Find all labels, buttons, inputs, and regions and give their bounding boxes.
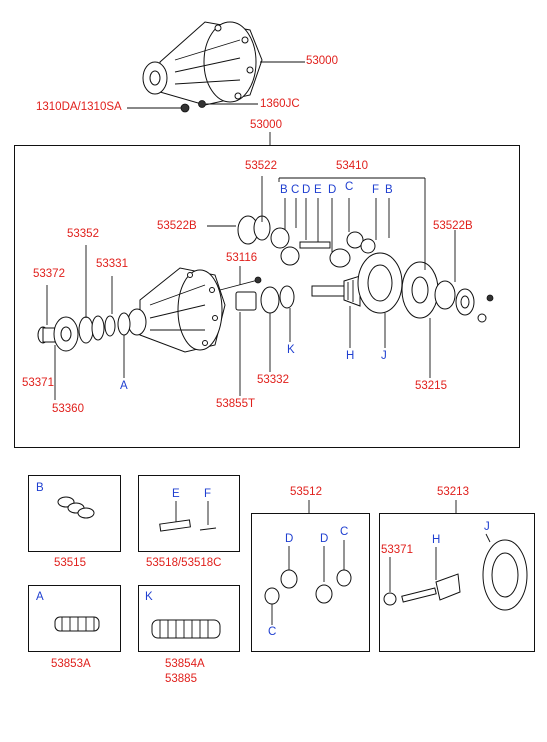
letter-code-c-upper-2: C [345,181,354,193]
main-exploded-frame [14,145,520,448]
kit-frame-53518 [138,475,240,552]
letter-code-d-upper-2: D [328,184,337,196]
kit-53885-part-label: 53885 [165,673,197,685]
part-label-53855T: 53855T [216,398,256,410]
kit-53515-letter-b: B [36,482,44,494]
part-label-53215: 53215 [415,380,447,392]
letter-code-b-upper-2: B [385,184,393,196]
part-label-53360: 53360 [52,403,84,415]
kit-53853A-part-label: 53853A [51,658,91,670]
pinion-shaft-and-pin [159,501,217,532]
kit-frame-53512 [251,513,370,652]
part-label-53410: 53410 [336,160,368,172]
ring-and-pinion-set [383,533,528,611]
part-label-53352: 53352 [67,228,99,240]
kit-frame-53854A [138,585,240,652]
kit-frame-53853A [28,585,121,652]
part-label-53372: 53372 [33,268,65,280]
pinion-front-parts [37,312,131,352]
differential-case [401,261,494,323]
kit-53518-letter-e: E [172,488,180,500]
part-label-53000-top: 53000 [306,55,338,67]
kit-53213-letter-j: J [484,521,490,533]
letter-code-b-upper: B [280,184,288,196]
kit-53518-part-label: 53518/53518C [146,557,222,569]
shim-washers [57,496,95,519]
part-label-53331: 53331 [96,258,128,270]
kit-53512-part-label: 53512 [290,486,322,498]
part-label-1310DA-1310SA: 1310DA/1310SA [36,101,122,113]
letter-code-f-upper: F [372,184,380,196]
kit-53213-letter-h: H [432,534,441,546]
part-label-53000-box: 53000 [250,119,282,131]
part-label-53371: 53371 [22,377,54,389]
part-label-1360JC: 1360JC [260,98,300,110]
main-leader-lines [46,176,456,400]
drive-pinion [311,275,361,307]
letter-code-j: J [381,350,387,362]
kit-frame-53213 [379,513,535,652]
letter-code-k: K [287,344,295,356]
part-label-53332: 53332 [257,374,289,386]
kit-53512-letter-c-right: C [340,526,349,538]
kit-53213-part-53371: 53371 [381,544,413,556]
kit-53518-letter-f: F [204,488,212,500]
kit-frame-53515 [28,475,121,552]
kit-53854A-part-label: 53854A [165,658,205,670]
part-label-53116: 53116 [226,252,258,264]
differential-gear-set [264,540,352,625]
letter-code-d-upper: D [302,184,311,196]
part-label-53522B-right: 53522B [433,220,473,232]
pinion-rear-parts [235,285,295,314]
letter-code-c-upper: C [291,184,300,196]
part-label-53522: 53522 [245,160,277,172]
letter-code-h: H [346,350,355,362]
part-label-53522B-left: 53522B [157,220,197,232]
kit-53213-part-label: 53213 [437,486,469,498]
differential-carrier-housing [127,267,226,353]
kit-53853A-letter-a: A [36,591,44,603]
kit-53515-part-label: 53515 [54,557,86,569]
kit-53512-letter-c-left: C [268,626,277,638]
ring-gear [357,252,403,314]
letter-code-e-upper: E [314,184,322,196]
carrier-assembly-top [142,21,263,113]
collapsible-spacer-large [151,619,221,639]
letter-code-a: A [120,380,128,392]
kit-53512-letter-d-right: D [320,533,329,545]
differential-gears-upper [237,215,376,268]
bolt-53116 [219,276,262,291]
kit-53854A-letter-k: K [145,591,153,603]
kit-53512-letter-d-left: D [285,533,294,545]
collapsible-spacer-small [54,616,100,632]
